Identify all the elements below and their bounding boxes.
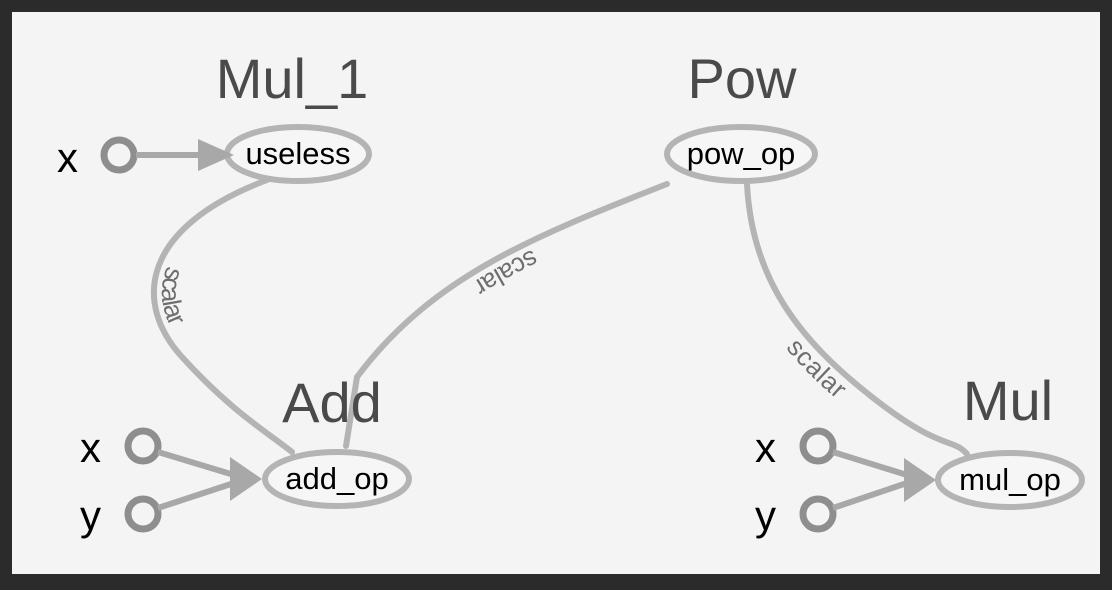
input-arrow <box>832 449 908 478</box>
edge-mul1-to-add[interactable]: scalar <box>154 180 292 452</box>
op-node-ellipse[interactable] <box>935 450 1085 510</box>
port-circle-icon[interactable] <box>124 427 162 465</box>
edge-pow-to-mul[interactable]: scalar <box>747 184 967 454</box>
input-arrow <box>832 480 908 511</box>
input-port-x-mul[interactable]: x <box>755 424 908 478</box>
arrow-head-icon <box>198 139 234 171</box>
node-mul-1[interactable]: Mul_1 useless <box>216 47 372 184</box>
port-label: y <box>80 492 101 539</box>
edge-label: scalar <box>156 264 193 330</box>
op-label: mul_op <box>959 462 1061 497</box>
port-circle-icon[interactable] <box>799 427 837 465</box>
port-label: y <box>755 492 776 539</box>
port-circle-icon[interactable] <box>124 495 162 533</box>
input-arrow <box>157 449 235 478</box>
input-arrow <box>157 480 235 511</box>
op-label: useless <box>245 136 350 171</box>
node-title: Mul_1 <box>216 47 369 110</box>
input-port-x-mul-1[interactable]: x <box>57 134 234 181</box>
graph-svg: scalar scalar scalar Mul_1 useless x Pow… <box>57 47 1085 539</box>
graph-canvas: scalar scalar scalar Mul_1 useless x Pow… <box>12 12 1100 574</box>
port-label: x <box>80 424 101 471</box>
input-port-x-add[interactable]: x <box>80 424 235 478</box>
node-add[interactable]: Add add_op <box>262 371 412 509</box>
arrow-head-icon <box>230 457 262 501</box>
port-label: x <box>57 134 78 181</box>
input-port-y-add[interactable]: y <box>80 480 235 539</box>
node-mul[interactable]: Mul mul_op <box>935 369 1085 510</box>
arrow-head-icon <box>904 458 936 502</box>
node-title: Mul <box>963 369 1053 432</box>
op-label: pow_op <box>687 136 796 171</box>
node-title: Add <box>282 371 382 434</box>
port-label: x <box>755 424 776 471</box>
port-circle-icon[interactable] <box>799 495 837 533</box>
op-node-ellipse[interactable] <box>262 449 412 509</box>
op-label: add_op <box>285 461 388 496</box>
edge-pow-to-add[interactable]: scalar <box>346 184 667 446</box>
node-title: Pow <box>688 47 797 110</box>
node-pow[interactable]: Pow pow_op <box>664 47 818 184</box>
input-port-y-mul[interactable]: y <box>755 480 908 539</box>
op-node-ellipse[interactable] <box>664 124 818 184</box>
port-circle-icon[interactable] <box>100 136 138 174</box>
